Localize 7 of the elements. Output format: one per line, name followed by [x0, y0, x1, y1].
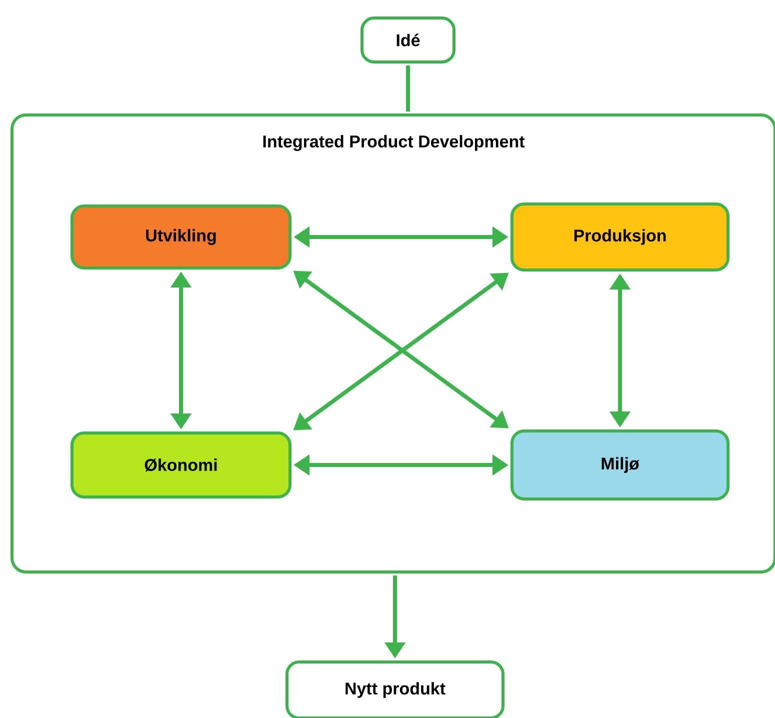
end-box: Nytt produkt [286, 660, 504, 718]
process-box: Utvikling [70, 204, 292, 270]
process-box: Miljø [510, 430, 730, 500]
process-box: Økonomi [70, 432, 292, 498]
process-box: Produksjon [510, 202, 730, 272]
heading: Integrated Product Development [263, 135, 525, 151]
start-box: Idé [360, 16, 456, 64]
